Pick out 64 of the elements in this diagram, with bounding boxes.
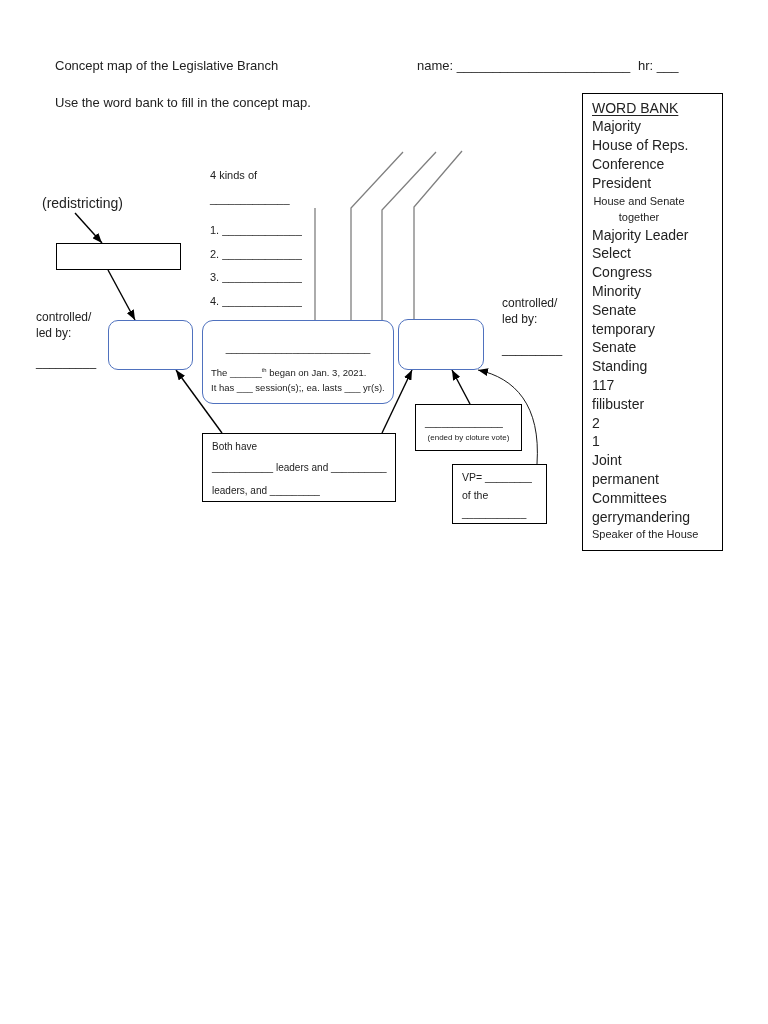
word-bank-item: 2 xyxy=(592,413,600,433)
answer-box xyxy=(108,320,193,370)
word-bank-item: Speaker of the House xyxy=(592,527,699,543)
word-bank-panel xyxy=(582,93,723,551)
arrow xyxy=(107,269,136,321)
word-bank-heading: WORD BANK xyxy=(592,98,679,118)
word-bank-item: House of Reps. xyxy=(592,136,689,155)
word-bank-item: gerrymandering xyxy=(592,507,691,527)
prompt-text: 4 kinds of xyxy=(210,168,258,182)
branch-line xyxy=(350,151,404,321)
prompt-text: Both have xyxy=(212,440,258,454)
branch-line xyxy=(381,151,437,321)
numbered-blank: 2. _____________ xyxy=(210,247,302,261)
sentence-text: leaders, and _________ xyxy=(212,484,320,498)
fill-in-line: _____________ xyxy=(210,192,290,206)
word-bank-item: 1 xyxy=(592,432,600,452)
name-field-text: name: ________________________ xyxy=(417,58,631,74)
fill-in-line: ______________ xyxy=(425,416,503,429)
word-bank-item: permanent xyxy=(592,469,659,489)
word-bank-item: 117 xyxy=(592,375,615,395)
note-box xyxy=(452,464,547,524)
word-bank-item: Conference xyxy=(592,155,665,174)
word-bank-item: Committees xyxy=(592,488,667,508)
word-bank-item: President xyxy=(592,173,652,193)
word-bank-item: Select xyxy=(592,244,631,264)
branch-line xyxy=(413,150,463,320)
concept-box xyxy=(202,320,394,404)
word-bank-item: Majority Leader xyxy=(592,225,689,245)
fill-in-line: _________ xyxy=(502,342,563,357)
word-bank-item: Joint xyxy=(592,451,622,470)
arrow xyxy=(74,212,103,244)
word-bank-item: Senate xyxy=(592,338,637,358)
note-box xyxy=(202,433,396,502)
word-bank-item: Minority xyxy=(592,281,641,301)
sentence-text: The ______$^{th}$ began on Jan. 3, 2021. xyxy=(211,366,367,379)
word-bank-item: Standing xyxy=(592,357,648,376)
numbered-blank: 1. _____________ xyxy=(210,223,302,237)
title-text: Concept map of the Legislative Branch xyxy=(55,58,279,74)
word-bank-item: House and Senate together xyxy=(592,193,686,226)
arrow xyxy=(451,369,471,405)
fill-in-line: __________________________ xyxy=(225,342,371,356)
arrow xyxy=(175,369,223,434)
hour-field-text: hr: ___ xyxy=(638,58,679,74)
sentence-text: It has ___ session(s);, ea. lasts ___ yr(s). xyxy=(211,381,385,394)
sentence-text: ___________ leaders and __________ xyxy=(212,461,387,475)
prompt-text: controlled/ led by: xyxy=(502,295,559,327)
hint-text: (ended by cloture vote) xyxy=(427,432,510,443)
word-bank-item: Congress xyxy=(592,263,652,282)
fill-in-line: _________ xyxy=(36,355,97,370)
instruction-text: Use the word bank to fill in the concept map. xyxy=(55,95,311,111)
answer-box xyxy=(56,243,181,270)
prompt-text: controlled/ led by: xyxy=(36,309,93,341)
note-box xyxy=(415,404,522,451)
arrow xyxy=(381,369,413,434)
branch-line xyxy=(314,207,316,321)
sentence-text: VP= ________ of the ___________ xyxy=(462,470,533,521)
numbered-blank: 3. _____________ xyxy=(210,270,302,284)
numbered-blank: 4. _____________ xyxy=(210,294,302,308)
word-bank-item: Majority xyxy=(592,117,641,137)
word-bank-item: temporary xyxy=(592,319,656,339)
word-bank-item: filibuster xyxy=(592,394,645,414)
word-bank-item: Senate xyxy=(592,300,637,320)
concept-label: (redistricting) xyxy=(42,195,126,213)
answer-box xyxy=(398,319,484,370)
